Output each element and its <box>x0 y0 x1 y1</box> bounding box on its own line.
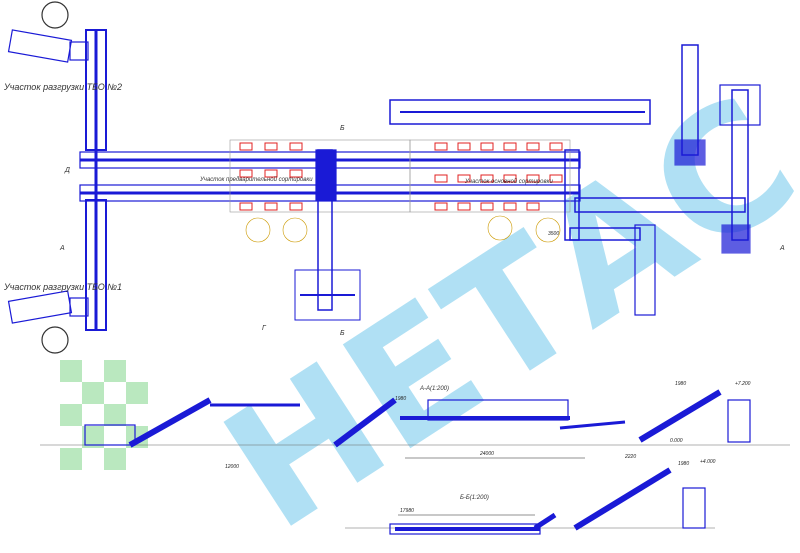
marker-b-top: Б <box>340 125 345 132</box>
dim-level-4000: +4.000 <box>700 459 716 465</box>
watermark: НЕТАС <box>60 59 800 553</box>
label-unload-1: Участок разгрузки ТБО №1 <box>3 282 122 292</box>
section-aa <box>40 389 790 459</box>
label-mainsort: Участок основной сортировки <box>464 178 553 185</box>
svg-text:НЕТАС: НЕТАС <box>192 59 800 553</box>
truck-detail-icon <box>41 1 69 29</box>
label-section-bb: Б-Б(1:200) <box>460 495 489 501</box>
watermark-checker-icon <box>60 360 148 470</box>
conveyor-top <box>389 99 651 125</box>
dim-1980: 1980 <box>675 381 686 387</box>
label-section-aa: А-А(1:200) <box>419 386 449 392</box>
dim-12000: 12000 <box>225 464 239 470</box>
truck-detail-icon <box>41 326 69 354</box>
dim-level-0: 0.000 <box>670 438 683 444</box>
section-bb <box>345 467 715 535</box>
truck-bottom <box>7 290 89 324</box>
conveyor-right <box>574 197 746 213</box>
dim-1980: 1980 <box>395 396 406 402</box>
dim-2220: 2220 <box>624 454 636 460</box>
marker-d: Д <box>64 167 70 174</box>
truck-top <box>7 29 89 63</box>
dim-level-7200: +7.200 <box>735 381 751 387</box>
dim-3500: 3500 <box>548 231 559 237</box>
marker-a-right: А <box>779 245 785 252</box>
press-bay <box>294 269 361 321</box>
dim-1980: 1980 <box>678 461 689 467</box>
marker-b-bottom: Б <box>340 330 345 337</box>
marker-a-left: А <box>59 245 65 252</box>
dim-17980: 17980 <box>400 508 414 514</box>
label-presort: Участок предварительной сортировки <box>199 176 313 183</box>
label-unload-2: Участок разгрузки ТБО №2 <box>3 82 122 92</box>
dim-24000: 24000 <box>479 451 494 457</box>
marker-g: Г <box>262 325 267 332</box>
